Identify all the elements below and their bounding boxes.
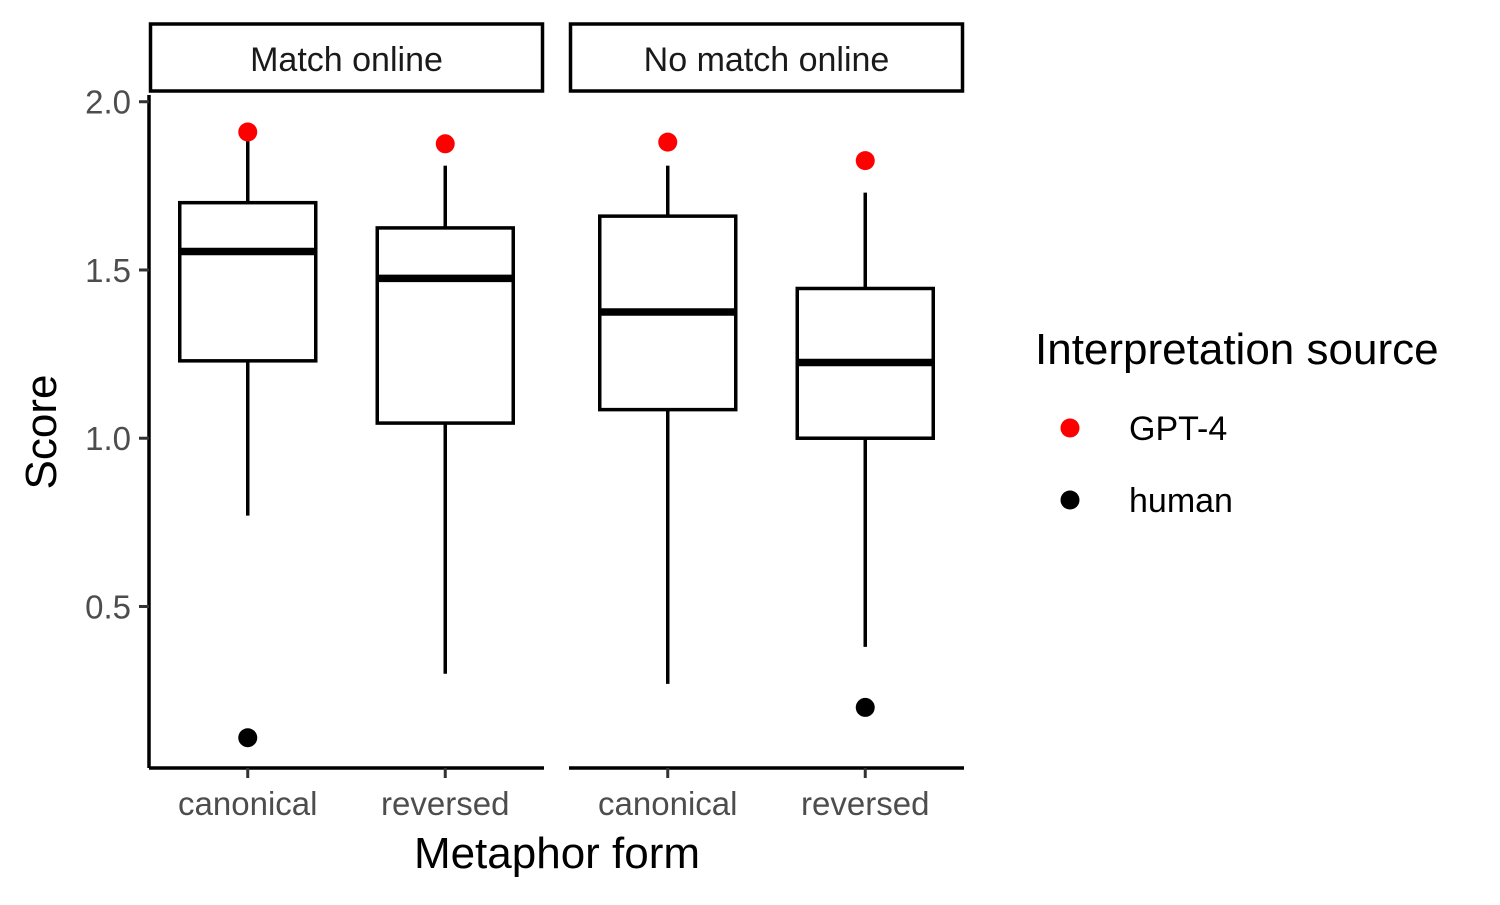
facet-strip-label: No match online	[644, 41, 890, 79]
legend-label: human	[1129, 482, 1233, 520]
data-point-gpt-4	[238, 122, 258, 142]
legend-key-swatch	[1060, 490, 1080, 510]
legend-label: GPT-4	[1129, 410, 1227, 448]
facet-strip-label: Match online	[250, 41, 443, 79]
facet-panel: Match online	[148, 22, 545, 748]
y-tick-label: 2.0	[85, 84, 131, 121]
iqr-box	[178, 200, 318, 363]
boxplot-group	[598, 132, 738, 684]
iqr-box	[375, 226, 515, 425]
boxplot-group	[178, 122, 318, 748]
data-point-gpt-4	[658, 132, 678, 152]
legend-key-swatch	[1060, 418, 1080, 438]
data-point-gpt-4	[855, 151, 875, 171]
x-axis-title: Metaphor form	[414, 829, 700, 878]
y-tick-label: 1.5	[85, 252, 131, 289]
boxplot-group	[375, 134, 515, 674]
x-tick-label: reversed	[801, 785, 929, 822]
x-tick-label: reversed	[381, 785, 509, 822]
legend-title: Interpretation source	[1035, 325, 1439, 374]
y-tick-label: 0.5	[85, 588, 131, 625]
x-tick-label: canonical	[178, 785, 317, 822]
data-point-human	[238, 728, 258, 748]
x-tick-label: canonical	[598, 785, 737, 822]
data-point-human	[855, 697, 875, 717]
y-tick-label: 1.0	[85, 420, 131, 457]
facet-strip	[568, 22, 965, 93]
boxplot-group	[795, 151, 935, 717]
y-axis-title: Score	[17, 375, 66, 490]
data-point-gpt-4	[435, 134, 455, 154]
legend-item: human	[1060, 482, 1233, 520]
facet-strip	[148, 22, 545, 93]
legend: Interpretation source GPT-4 human	[1035, 325, 1439, 520]
legend-item: GPT-4	[1060, 410, 1227, 448]
facet-panel: No match online	[568, 22, 965, 717]
